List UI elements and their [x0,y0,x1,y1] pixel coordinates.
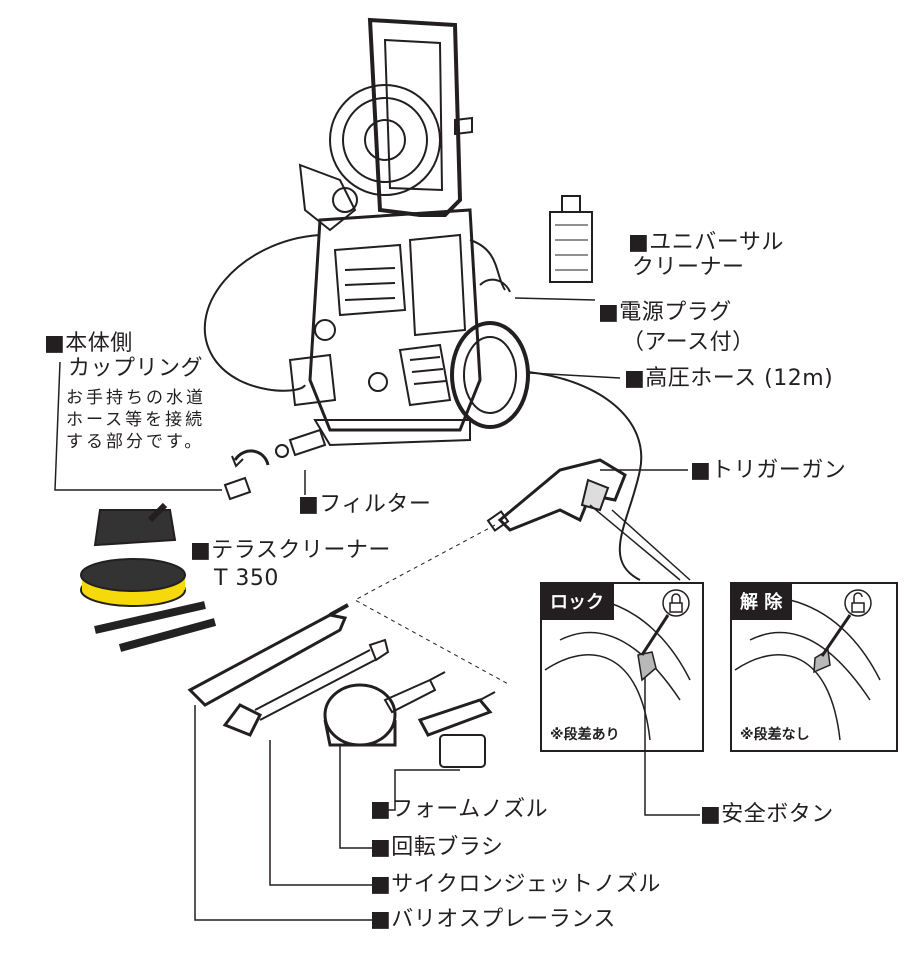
label-power-plug-2: （アース付） [622,330,755,355]
label-cyclone-jet-nozzle: ■サイクロンジェットノズル [370,872,661,897]
inlet-hose [203,234,321,392]
label-coupling-2: カップリング [68,356,204,381]
unlock-note: ※段差なし [740,727,810,743]
foam-nozzle [417,691,496,768]
rotary-brush [323,671,446,747]
filter-and-coupling [223,428,327,501]
cyclone-jet-nozzle [222,638,390,737]
trigger-gun [486,458,627,532]
coupling-desc-1: お手持ちの水道 [66,388,206,408]
label-terrace-cleaner: ■テラスクリーナー [190,538,391,563]
coupling-desc-3: する部分です。 [66,432,205,452]
unlock-state-panel: 解 除 ※段差なし [730,582,898,752]
label-safety-button: ■安全ボタン [700,802,834,827]
lock-note: ※段差あり [550,727,620,743]
label-rotary-brush: ■回転ブラシ [370,835,504,860]
label-coupling: ■本体側 [44,331,133,356]
label-high-pressure-hose: ■高圧ホース (12m) [624,366,834,391]
leader-lines [54,297,700,921]
label-power-plug: ■電源プラグ [598,300,732,325]
hose-reel-drum [450,321,530,429]
lock-panel-drawing [544,589,691,741]
label-trigger-gun: ■トリガーガン [690,458,847,483]
unlock-tag: 解 除 [730,582,793,620]
lock-tag: ロック [540,582,614,620]
unlock-panel-drawing [734,589,881,741]
label-universal-cleaner: ■ユニバーサル [628,230,784,255]
label-vario-spray-lance: ■バリオスプレーランス [370,907,616,932]
universal-cleaner-bottle [549,195,593,283]
pressure-washer-body [288,17,482,447]
power-cord [469,239,506,291]
label-terrace-cleaner-model: T 350 [214,566,279,591]
label-filter: ■フィルター [298,492,432,517]
terrace-cleaner-t350 [80,502,217,652]
coupling-desc-2: ホース等を接続 [66,410,206,430]
vario-spray-lance [187,603,349,707]
label-foam-nozzle: ■フォームノズル [370,797,549,822]
lock-state-panel: ロック ※段差あり [540,582,704,752]
label-universal-cleaner-2: クリーナー [632,255,745,280]
